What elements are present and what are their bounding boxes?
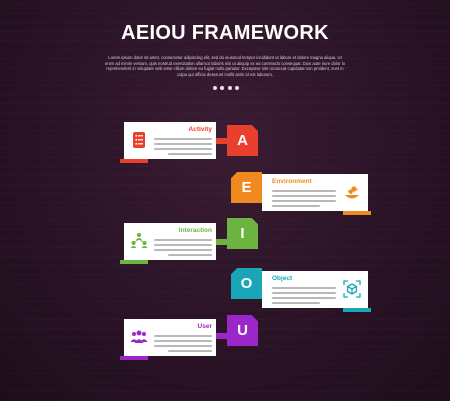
page-title: AEIOU FRAMEWORK: [121, 22, 329, 44]
text-line: [154, 244, 212, 246]
bird-on-nest-icon: [342, 182, 362, 202]
interaction-tab: [120, 260, 148, 264]
text-line: [168, 350, 212, 352]
activity-label: Activity: [188, 126, 212, 133]
users-group-icon: [129, 327, 149, 347]
text-line: [154, 143, 212, 145]
text-line: [154, 239, 212, 241]
letter-o: O: [240, 275, 253, 292]
text-line: [272, 297, 336, 299]
letter-i: I: [240, 225, 245, 242]
pager-dot: [234, 86, 239, 90]
interaction-card: Interaction: [120, 223, 216, 264]
text-line: [168, 254, 212, 256]
pager-dot: [220, 86, 225, 90]
letter-a: A: [237, 132, 248, 149]
letter-u-box: U: [227, 315, 258, 346]
text-line: [154, 335, 212, 337]
text-line: [154, 148, 212, 150]
interaction-label: Interaction: [178, 227, 212, 234]
letter-e: E: [241, 179, 252, 196]
user-tab: [120, 356, 148, 360]
letter-o-box: O: [231, 268, 262, 299]
text-line: [272, 287, 336, 289]
text-line: [168, 153, 212, 155]
people-network-icon: [129, 231, 149, 251]
user-card: User: [120, 319, 216, 360]
letter-a-box: A: [227, 125, 258, 156]
list-icon: [129, 130, 149, 150]
interaction-connector: [216, 239, 228, 245]
activity-connector: [216, 138, 228, 144]
pager-dot: [227, 86, 232, 90]
text-line: [272, 205, 320, 207]
environment-label: Environment: [272, 178, 312, 185]
user-connector: [216, 333, 228, 339]
object-card: Object: [262, 271, 371, 312]
text-line: [272, 292, 336, 294]
text-line: [272, 302, 320, 304]
text-line: [272, 190, 336, 192]
text-line: [154, 138, 212, 140]
text-line: [154, 249, 212, 251]
activity-card: Activity: [120, 122, 216, 163]
pager-dots: [213, 86, 239, 90]
environment-tab: [343, 211, 371, 215]
letter-u: U: [237, 322, 248, 339]
environment-card: Environment: [262, 174, 371, 215]
letter-i-box: I: [227, 218, 258, 249]
object-label: Object: [272, 275, 293, 282]
pager-dot: [213, 86, 217, 90]
letter-e-box: E: [231, 172, 262, 203]
user-label: User: [197, 323, 212, 330]
text-line: [272, 200, 336, 202]
activity-tab: [120, 159, 148, 163]
cube-scan-icon: [342, 279, 362, 299]
object-tab: [343, 308, 371, 312]
text-line: [154, 340, 212, 342]
text-line: [154, 345, 212, 347]
text-line: [272, 195, 336, 197]
page-subtitle: Lorem ipsum dolor sit amet, consectetur …: [105, 55, 345, 77]
